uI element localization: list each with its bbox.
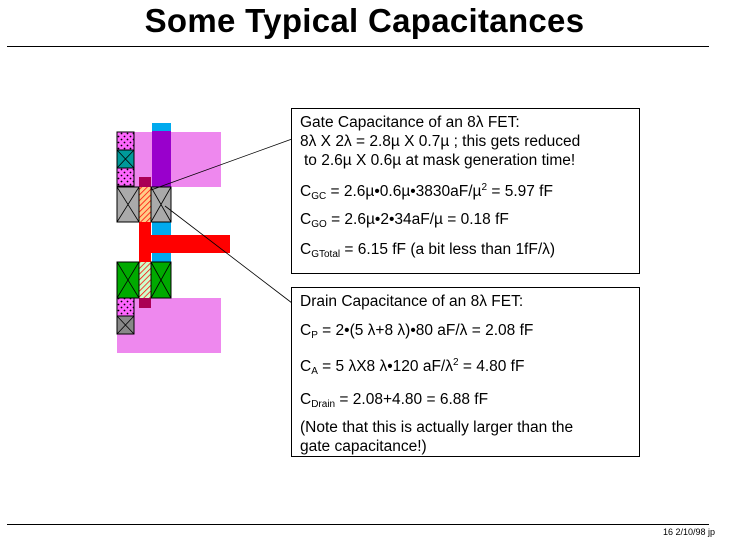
poly-end-top: [139, 177, 151, 187]
drain-leader-line: [164, 205, 293, 304]
footer-rule: [7, 524, 709, 525]
teal-contact: [116, 149, 135, 169]
gate-dim-line2: to 2.6µ X 0.6µ at mask generation time!: [304, 152, 576, 169]
gate-hatch-top: [139, 187, 151, 222]
well-contact-dots-3: [116, 297, 135, 317]
green-contact-left: [116, 261, 140, 299]
cgo-equation: CGO = 2.6µ•2•34aF/µ = 0.18 fF: [300, 211, 509, 230]
gate-heading: Gate Capacitance of an 8λ FET:: [300, 114, 520, 131]
source-contact-left: [116, 186, 140, 223]
well-contact-dots-2: [116, 167, 135, 187]
gate-capacitance-box: Gate Capacitance of an 8λ FET: 8λ X 2λ =…: [291, 108, 640, 274]
drain-capacitance-box: Drain Capacitance of an 8λ FET: CP = 2•(…: [291, 287, 640, 457]
title-rule: [7, 46, 709, 47]
poly-end-bottom: [139, 298, 151, 308]
page-title: Some Typical Capacitances: [144, 2, 585, 39]
ca-equation: CA = 5 λX8 λ•120 aF/λ2 = 4.80 fF: [300, 357, 525, 377]
gate-leader-line: [150, 138, 293, 191]
well-contact-dots-1: [116, 131, 135, 151]
drain-heading: Drain Capacitance of an 8λ FET:: [300, 293, 524, 310]
cp-equation: CP = 2•(5 λ+8 λ)•80 aF/λ = 2.08 fF: [300, 322, 534, 341]
gate-dim-line1: 8λ X 2λ = 2.8µ X 0.7µ ; this gets reduce…: [300, 133, 581, 150]
metal2-segment: [152, 131, 171, 187]
green-contact-right: [150, 261, 172, 299]
note-line2: gate capacitance!): [300, 438, 427, 455]
gate-hatch-bottom: [139, 262, 151, 298]
note-line1: (Note that this is actually larger than …: [300, 419, 574, 436]
gray-contact-bottom: [116, 315, 135, 335]
footer-text: 16 2/10/98 jp: [662, 527, 715, 537]
cdrain-equation: CDrain = 2.08+4.80 = 6.88 fF: [300, 391, 489, 410]
cgc-equation: CGC = 2.6µ•0.6µ•3830aF/µ2 = 5.97 fF: [300, 182, 553, 202]
poly-horizontal: [139, 235, 230, 253]
cgtotal-equation: CGTotal = 6.15 fF (a bit less than 1fF/λ…: [300, 241, 556, 260]
drain-contact-right: [150, 186, 172, 223]
